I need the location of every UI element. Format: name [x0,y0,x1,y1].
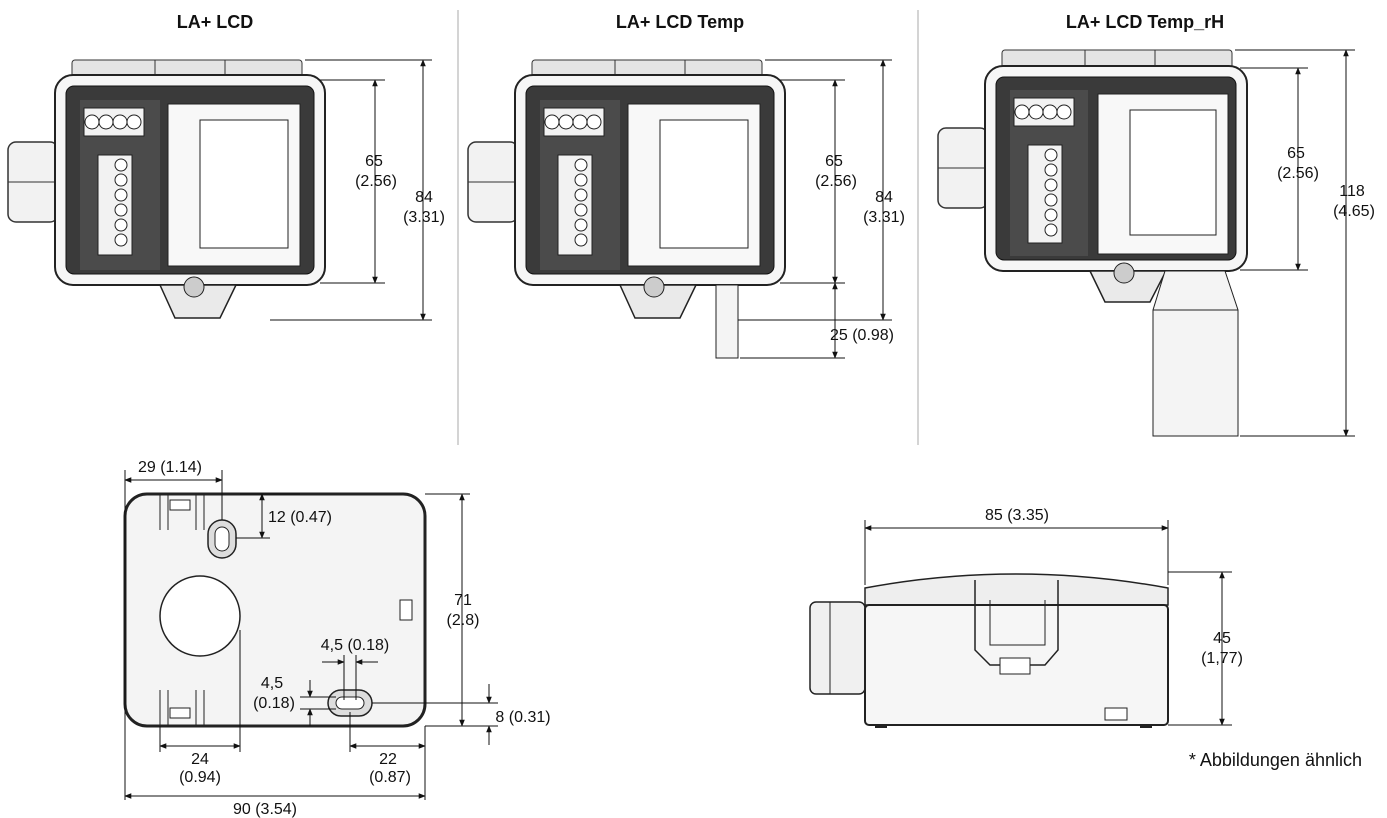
device-lcd-temp-front-view [467,59,786,359]
dim-back-22: 22 [379,751,397,768]
dim-lcd-84-inch: (3.31) [403,209,445,226]
dim-back-8: 8 (0.31) [495,709,550,726]
dim-back-22-inch: (0.87) [369,769,411,786]
dim-back-4-5-vertical: 4,5 [261,675,283,692]
dim-back-71-inch: (2.8) [447,612,480,629]
dim-back-4-5-vertical-inch: (0.18) [253,695,295,712]
dim-rh-118: 118 [1339,183,1365,200]
dim-side-45: 45 [1213,630,1231,647]
dimension-lines-back [124,470,498,800]
dim-temp-65: 65 [825,153,843,170]
device-back-view [123,492,427,728]
dim-back-71: 71 [454,592,472,609]
dim-temp-84: 84 [875,189,893,206]
dimension-lines-side [864,520,1232,726]
dim-back-29: 29 (1.14) [138,459,202,476]
dim-rh-65: 65 [1287,145,1305,162]
dim-back-90: 90 (3.54) [233,801,297,818]
dim-back-24: 24 [191,751,209,768]
dim-side-85: 85 (3.35) [985,507,1049,524]
dim-temp-25: 25 (0.98) [830,327,894,344]
dim-back-24-inch: (0.94) [179,769,221,786]
dim-rh-65-inch: (2.56) [1277,165,1319,182]
dim-back-12: 12 (0.47) [268,509,332,526]
footnote: * Abbildungen ähnlich [1189,750,1362,770]
dim-lcd-65: 65 [365,153,383,170]
device-side-view [809,573,1169,728]
dim-rh-118-inch: (4.65) [1333,203,1375,220]
title-lcd-temp: LA+ LCD Temp [616,12,744,32]
dimension-lines-lcd-temp-rh [1235,49,1355,437]
dim-temp-84-inch: (3.31) [863,209,905,226]
dimension-lines-lcd [270,59,432,321]
dimension-lines-lcd-temp [738,59,892,359]
device-lcd-front-view [7,59,326,319]
title-lcd-temp-rh: LA+ LCD Temp_rH [1066,12,1224,32]
device-lcd-temp-rh-front-view [937,49,1248,437]
dim-lcd-65-inch: (2.56) [355,173,397,190]
dim-back-4-5-horizontal: 4,5 (0.18) [321,637,389,654]
dim-temp-65-inch: (2.56) [815,173,857,190]
dim-lcd-84: 84 [415,189,433,206]
dim-side-45-inch: (1,77) [1201,650,1243,667]
title-lcd: LA+ LCD [177,12,254,32]
